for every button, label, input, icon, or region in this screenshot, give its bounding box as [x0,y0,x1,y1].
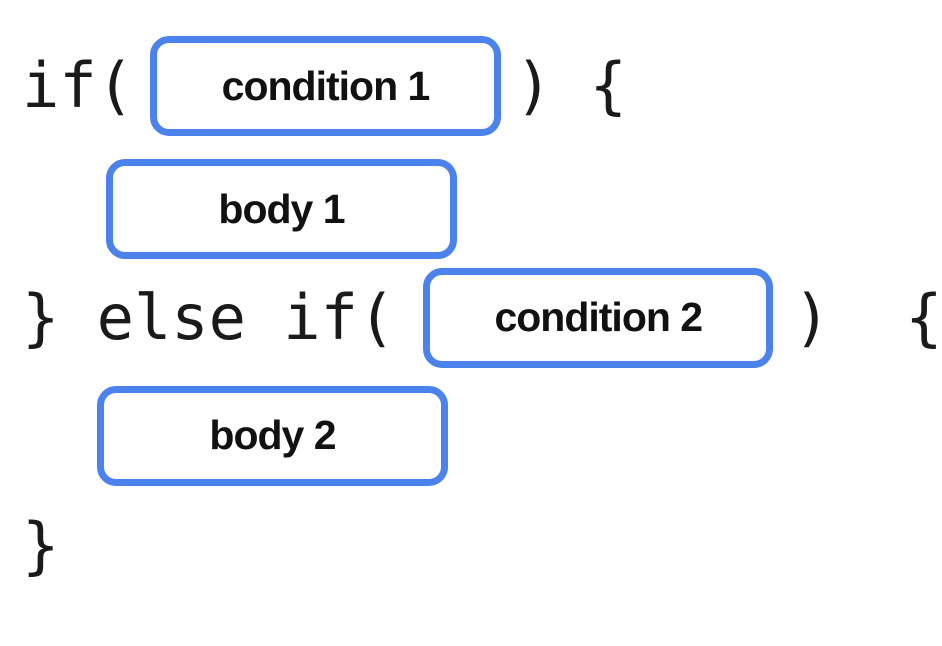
condition-1-slot[interactable]: condition 1 [149,36,501,136]
code-line-closing-brace: } [22,506,59,586]
code-if-open: if( [22,49,134,122]
body-2-slot[interactable]: body 2 [97,385,448,486]
code-elseif-close: ) { [793,280,942,354]
body-1-slot[interactable]: body 1 [106,159,457,259]
body-1-label: body 1 [218,185,345,232]
condition-1-label: condition 1 [221,62,431,109]
code-elseif-open: } else if( [22,280,396,354]
condition-2-slot[interactable]: condition 2 [423,267,774,368]
code-line-body-1: body 1 [106,159,457,259]
code-line-if: if( condition 1 ) { [22,36,627,136]
code-line-else-if: } else if( condition 2 ) { [22,267,942,368]
body-2-label: body 2 [209,412,336,458]
code-if-close: ) { [514,49,627,122]
code-line-body-2: body 2 [97,385,448,486]
condition-2-label: condition 2 [494,294,703,340]
code-closing-brace: } [22,509,60,582]
